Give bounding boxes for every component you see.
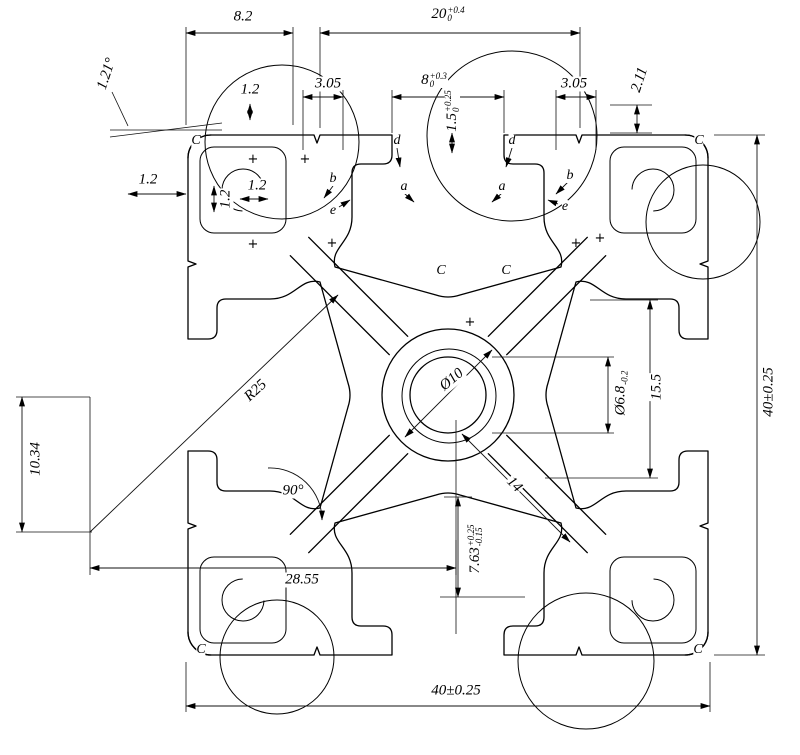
center-mark: + [248,237,259,252]
datum-b-right: b [566,168,574,183]
dim-d10-line [404,349,493,438]
dim-6-8-label: Ø6.8-0.2 [612,369,630,417]
detail-circle-right [645,164,761,280]
dim-8-2-label: 8.2 [232,8,254,25]
dim-1-2-inner-label: 1.2 [246,177,268,194]
datum-leaders [323,147,569,208]
profile-outline [187,134,709,656]
extension-lines [16,27,765,712]
center-mark: + [571,236,582,251]
center-mark: + [327,236,338,251]
datum-a-left: a [400,179,408,194]
datum-d-right: d [508,133,516,148]
datum-e-left: e [329,203,337,218]
dim-3-05-left-label: 3.05 [313,75,343,92]
dim-1-2-left-label: 1.2 [137,171,159,188]
angle-90-label: 90° [281,482,305,499]
center-mark: + [248,152,259,167]
dim-40-bottom-label: 40±0.25 [430,682,482,699]
dim-15-5-label: 15.5 [648,372,665,402]
detail-circles [204,50,761,730]
surface-mark-top-right: C [694,133,704,148]
detail-circle-top-right [426,50,598,222]
dim-1-2-top-label: 1.2 [239,81,261,98]
center-hole [409,356,487,434]
detail-circle-center [401,348,497,444]
surface-mark-bottom-right: C [693,642,703,657]
dim-1-2-vert-label: 1.2 [217,188,234,210]
datum-a-right: a [498,179,506,194]
surface-mark-bottom-left: C [196,642,206,657]
dim-3-05-right-label: 3.05 [559,75,589,92]
web-lines [289,236,607,554]
surface-mark-top-left: C [191,133,201,148]
datum-b-left: b [329,171,337,186]
dim-40-right-label: 40±0.25 [760,366,777,418]
detail-circle-top-left [204,64,360,220]
center-mark: + [595,231,606,246]
datum-e-right: e [561,199,569,214]
center-mark: + [300,152,311,167]
dim-7-63-label: 7.63+0.25-0.15 [466,523,484,575]
detail-circle-bottom-right [517,592,655,730]
dim-r25-line [89,294,339,533]
surface-mark-mid-right: C [501,263,511,278]
dim-28-55-label: 28.55 [284,571,320,588]
datum-d-left: d [393,133,401,148]
center-marks: + + + + + + + [248,152,606,330]
hub-circle [381,328,515,462]
surface-mark-mid-left: C [436,263,446,278]
dim-10-34-label: 10.34 [27,441,44,477]
dim-90deg-arc [267,467,325,521]
detail-circle-bottom-left [219,599,335,715]
center-mark: + [465,315,476,330]
